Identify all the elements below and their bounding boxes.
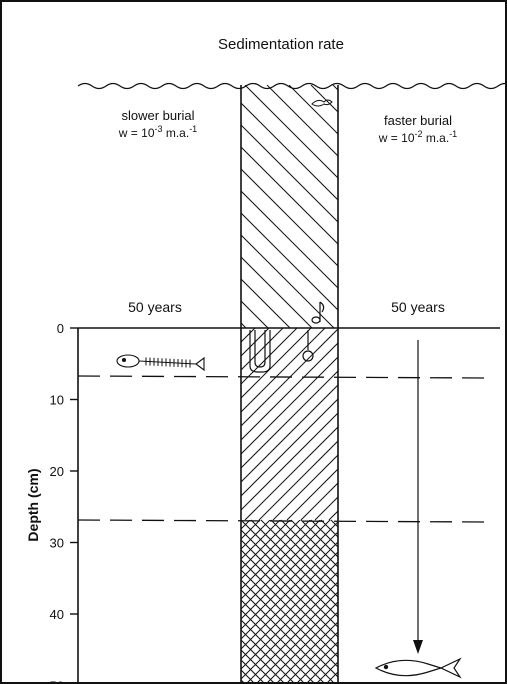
depth-axis: 0 10 20 30 40 50 Depth (cm) [25, 321, 79, 684]
axis-label: Depth (cm) [25, 468, 41, 541]
right-burial-label: faster burial [384, 113, 452, 128]
axis-tick-label: 10 [50, 393, 64, 408]
axis-tick-label: 30 [50, 536, 64, 551]
sediment-column [240, 85, 339, 684]
hatch-forward [241, 327, 338, 521]
fish-icon [374, 657, 462, 679]
hatch-cross-b [241, 519, 338, 684]
left-burial-label: slower burial [122, 108, 195, 123]
horizon-upper [77, 375, 487, 379]
axis-tick-label: 50 [50, 679, 64, 684]
axis-tick-label: 40 [50, 607, 64, 622]
axis-tick-label: 0 [57, 321, 64, 336]
water-surface [77, 82, 507, 90]
left-rate: w = 10-3 m.a.-1 [118, 124, 197, 140]
axis-tick-label: 20 [50, 464, 64, 479]
arrow-down-icon [413, 340, 423, 654]
burrow-icon [249, 301, 325, 373]
left-years: 50 years [128, 299, 182, 315]
title: Sedimentation rate [218, 36, 344, 53]
right-rate: w = 10-2 m.a.-1 [378, 129, 457, 145]
fish-skeleton-icon [116, 354, 205, 372]
right-years: 50 years [391, 299, 445, 315]
small-animal-icon [311, 99, 333, 107]
